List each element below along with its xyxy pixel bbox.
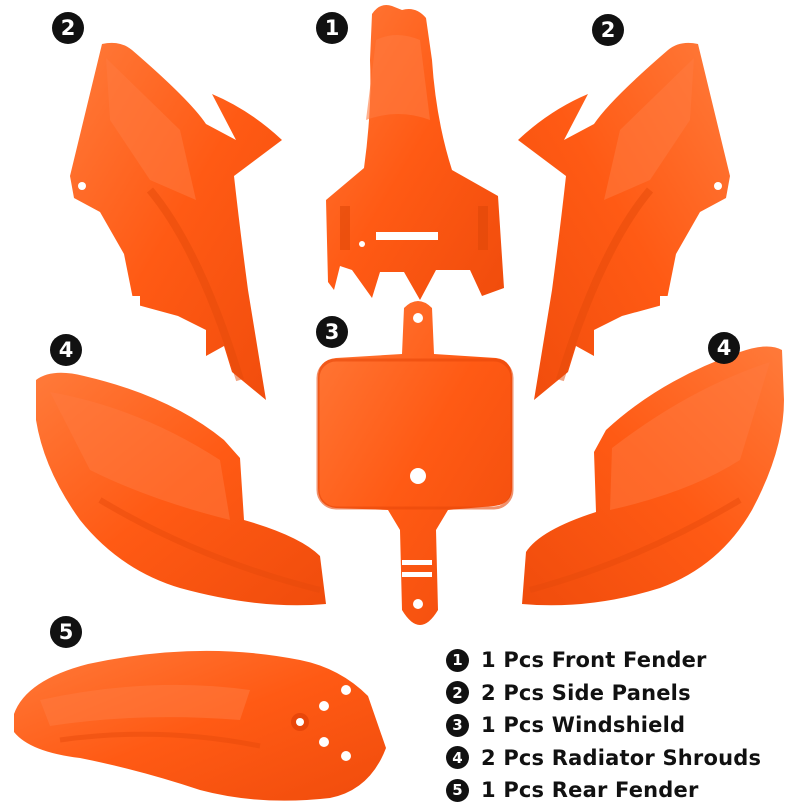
- legend-number: 1: [446, 648, 469, 672]
- parts-legend: 1 1 Pcs Front Fender 2 2 Pcs Side Panels…: [446, 644, 800, 807]
- badge-shroud-right: 4: [708, 332, 740, 364]
- legend-text: 1 Pcs Front Fender: [481, 648, 707, 673]
- radiator-shroud-right-part: [522, 346, 784, 606]
- legend-text: 2 Pcs Radiator Shrouds: [481, 745, 762, 770]
- legend-text: 2 Pcs Side Panels: [481, 680, 691, 705]
- badge-side-panel-right: 2: [592, 14, 624, 46]
- legend-number: 4: [446, 746, 469, 770]
- legend-number: 5: [446, 778, 469, 802]
- legend-text: 1 Pcs Windshield: [481, 713, 686, 738]
- radiator-shroud-left-part: [36, 372, 326, 606]
- side-panel-right-part: [518, 42, 730, 400]
- legend-item: 2 2 Pcs Side Panels: [446, 677, 800, 710]
- legend-number: 3: [446, 713, 469, 737]
- badge-windshield: 3: [316, 316, 348, 348]
- windshield-part: [316, 301, 514, 625]
- badge-rear-fender: 5: [50, 616, 82, 648]
- legend-number: 2: [446, 681, 469, 705]
- badge-shroud-left: 4: [50, 334, 82, 366]
- rear-fender-part: [14, 650, 386, 801]
- side-panel-left-part: [70, 42, 282, 400]
- legend-item: 1 1 Pcs Front Fender: [446, 644, 800, 677]
- legend-item: 5 1 Pcs Rear Fender: [446, 774, 800, 807]
- front-fender-part: [326, 5, 504, 300]
- legend-text: 1 Pcs Rear Fender: [481, 778, 699, 803]
- legend-item: 3 1 Pcs Windshield: [446, 709, 800, 742]
- badge-side-panel-left: 2: [52, 12, 84, 44]
- badge-front-fender: 1: [316, 12, 348, 44]
- legend-item: 4 2 Pcs Radiator Shrouds: [446, 742, 800, 775]
